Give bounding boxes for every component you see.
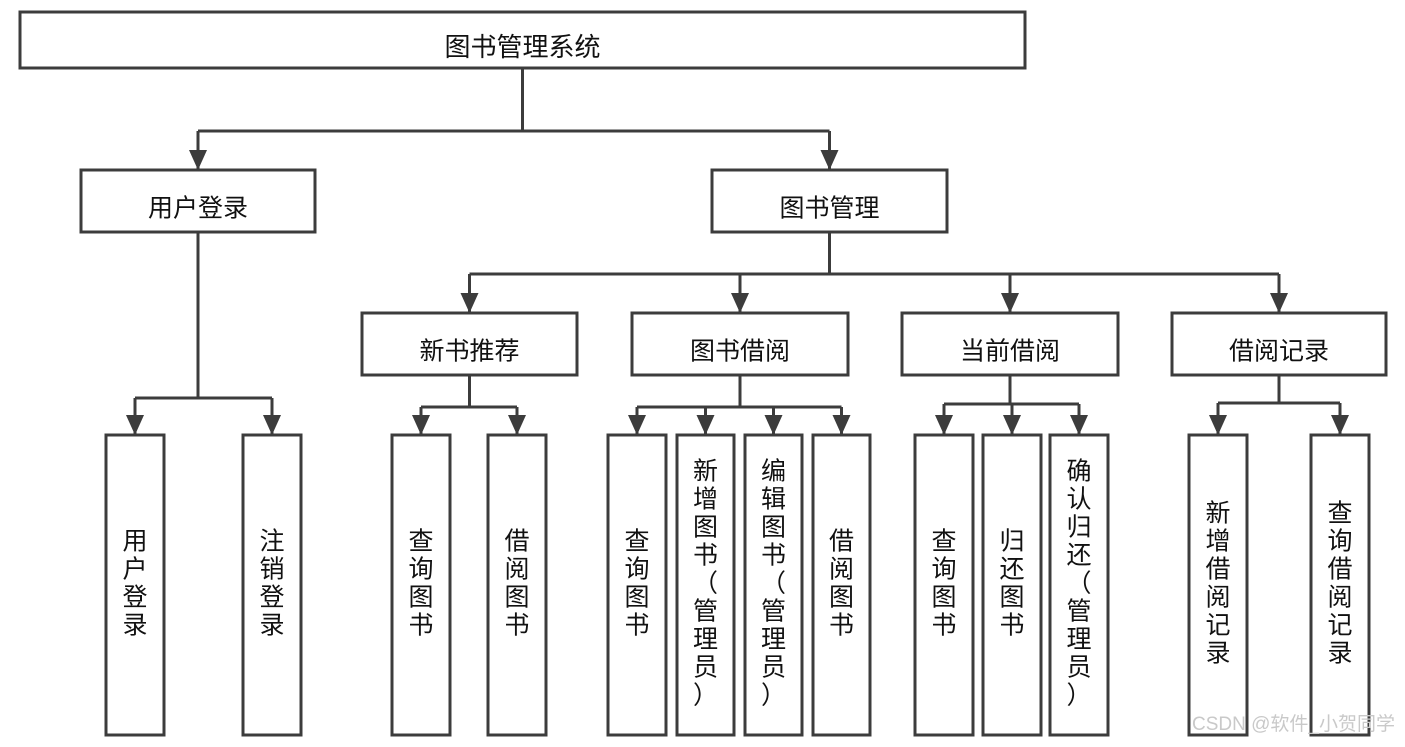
node-box-new-book-recommend[interactable] [360, 311, 579, 377]
arrow-head-fn-confirm-return [1070, 415, 1088, 435]
arrow-head-fn-logout [263, 415, 281, 435]
node-label-fn-borrow-book-new: 借阅图书 [504, 528, 529, 640]
node-fn-logout[interactable]: 注销登录 [241, 433, 303, 737]
node-user-login[interactable]: 用户登录 [79, 168, 317, 234]
node-book-management[interactable]: 图书管理 [710, 168, 949, 234]
node-box-root[interactable] [18, 10, 1027, 70]
node-box-fn-query-book-new[interactable] [390, 433, 452, 737]
arrow-head-fn-user-login [126, 415, 144, 435]
arrow-head-fn-query-book-borrow [628, 415, 646, 435]
node-current-borrow[interactable]: 当前借阅 [900, 311, 1120, 377]
arrow-head-fn-borrow-book-new [508, 415, 526, 435]
node-fn-add-record[interactable]: 新增借阅记录 [1187, 433, 1249, 737]
node-fn-query-book-borrow[interactable]: 查询图书 [606, 433, 668, 737]
node-label-user-login: 用户登录 [148, 195, 248, 223]
node-new-book-recommend[interactable]: 新书推荐 [360, 311, 579, 377]
node-box-fn-query-book-current[interactable] [913, 433, 975, 737]
arrow-head-new-book-recommend [460, 293, 479, 313]
node-box-fn-logout[interactable] [241, 433, 303, 737]
node-label-book-management: 图书管理 [779, 195, 879, 223]
arrow-head-book-management [820, 150, 839, 170]
node-label-fn-return-book: 归还图书 [999, 528, 1024, 640]
node-fn-edit-book[interactable]: 编辑图书（管理员） [743, 433, 804, 737]
node-label-current-borrow: 当前借阅 [960, 338, 1060, 366]
arrow-head-borrow-record [1270, 293, 1288, 313]
arrow-head-book-borrow [731, 293, 749, 313]
arrow-head-fn-return-book [1003, 415, 1021, 435]
node-box-fn-user-login[interactable] [104, 433, 166, 737]
node-fn-confirm-return[interactable]: 确认归还（管理员） [1048, 433, 1110, 737]
node-box-fn-return-book[interactable] [981, 433, 1043, 737]
node-label-borrow-record: 借阅记录 [1229, 338, 1329, 366]
node-label-fn-query-record: 查询借阅记录 [1327, 500, 1352, 668]
node-box-fn-add-book[interactable] [675, 433, 736, 737]
arrow-head-current-borrow [1001, 293, 1019, 313]
node-borrow-record[interactable]: 借阅记录 [1170, 311, 1388, 377]
node-label-fn-logout: 注销登录 [259, 528, 284, 640]
node-label-fn-edit-book: 编辑图书（管理员） [761, 458, 786, 710]
node-label-fn-user-login: 用户登录 [122, 528, 147, 640]
node-box-book-management[interactable] [710, 168, 949, 234]
node-fn-borrow-book[interactable]: 借阅图书 [811, 433, 872, 737]
node-box-user-login[interactable] [79, 168, 317, 234]
node-label-root: 图书管理系统 [444, 32, 600, 62]
node-box-book-borrow[interactable] [630, 311, 850, 377]
node-box-fn-query-book-borrow[interactable] [606, 433, 668, 737]
node-label-fn-query-book-new: 查询图书 [408, 528, 433, 640]
node-box-fn-confirm-return[interactable] [1048, 433, 1110, 737]
node-label-new-book-recommend: 新书推荐 [419, 338, 519, 366]
node-fn-user-login[interactable]: 用户登录 [104, 433, 166, 737]
node-fn-add-book[interactable]: 新增图书（管理员） [675, 433, 736, 737]
arrow-head-fn-query-record [1331, 415, 1349, 435]
node-label-book-borrow: 图书借阅 [690, 338, 790, 366]
arrow-head-fn-borrow-book [832, 415, 851, 435]
node-label-fn-add-record: 新增借阅记录 [1205, 500, 1230, 668]
node-box-fn-edit-book[interactable] [743, 433, 804, 737]
node-fn-query-book-current[interactable]: 查询图书 [913, 433, 975, 737]
node-label-fn-query-book-current: 查询图书 [931, 528, 956, 640]
node-box-fn-borrow-book-new[interactable] [486, 433, 548, 737]
node-label-fn-add-book: 新增图书（管理员） [693, 458, 718, 710]
node-box-current-borrow[interactable] [900, 311, 1120, 377]
arrow-head-fn-edit-book [764, 415, 783, 435]
arrow-head-fn-add-record [1209, 415, 1227, 435]
node-box-fn-add-record[interactable] [1187, 433, 1249, 737]
node-fn-borrow-book-new[interactable]: 借阅图书 [486, 433, 548, 737]
node-fn-query-book-new[interactable]: 查询图书 [390, 433, 452, 737]
node-box-fn-query-record[interactable] [1309, 433, 1371, 737]
arrow-head-fn-query-book-new [412, 415, 430, 435]
node-label-fn-borrow-book: 借阅图书 [829, 528, 854, 640]
node-layer: 图书管理系统用户登录图书管理新书推荐图书借阅当前借阅借阅记录用户登录注销登录查询… [18, 10, 1388, 737]
node-box-borrow-record[interactable] [1170, 311, 1388, 377]
arrow-head-fn-add-book [696, 415, 715, 435]
node-label-fn-confirm-return: 确认归还（管理员） [1066, 458, 1091, 710]
node-fn-return-book[interactable]: 归还图书 [981, 433, 1043, 737]
node-root[interactable]: 图书管理系统 [18, 10, 1027, 70]
node-book-borrow[interactable]: 图书借阅 [630, 311, 850, 377]
csdn-watermark: CSDN @软件_小贺同学 [1192, 713, 1395, 735]
connector-layer [126, 68, 1349, 435]
node-fn-query-record[interactable]: 查询借阅记录 [1309, 433, 1371, 737]
arrow-head-fn-query-book-current [935, 415, 953, 435]
node-box-fn-borrow-book[interactable] [811, 433, 872, 737]
node-label-fn-query-book-borrow: 查询图书 [624, 528, 649, 640]
arrow-head-user-login [189, 150, 207, 170]
